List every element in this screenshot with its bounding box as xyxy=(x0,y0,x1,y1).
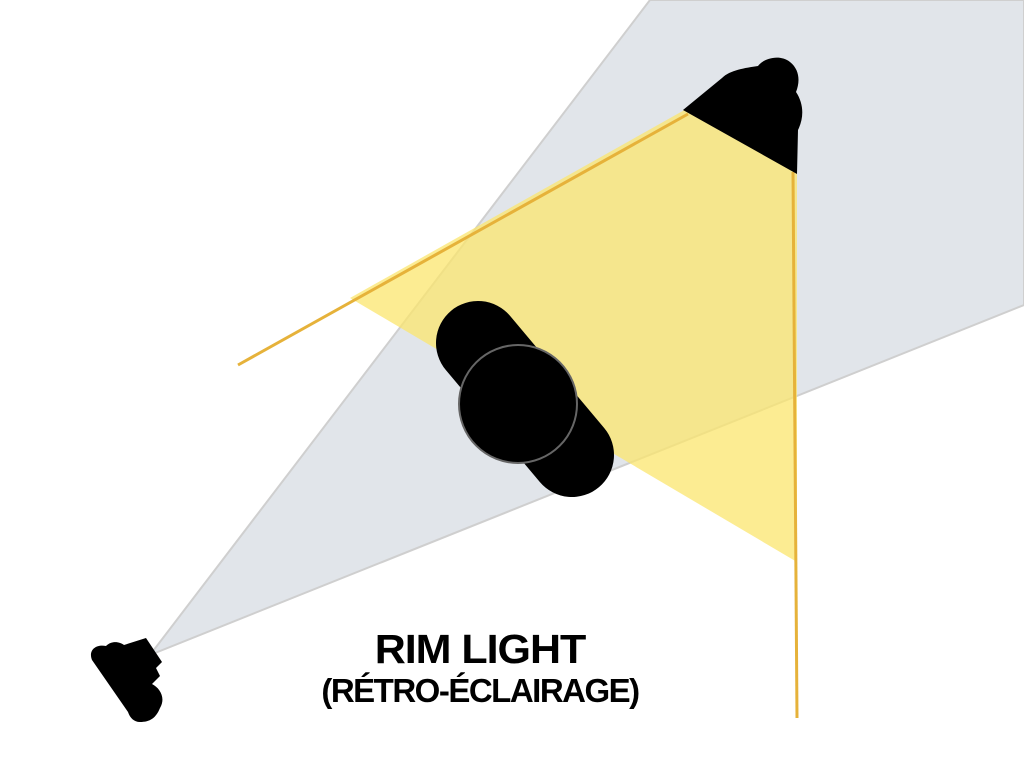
diagram-subtitle: (RÉTRO-ÉCLAIRAGE) xyxy=(321,672,640,709)
camera-icon xyxy=(90,638,163,722)
subject-silhouette xyxy=(436,301,614,497)
beam-edge-right xyxy=(791,171,799,719)
light-beam xyxy=(350,108,797,562)
diagram-title: RIM LIGHT xyxy=(374,626,587,672)
beam-edge-left xyxy=(237,112,689,367)
spotlight-icon xyxy=(683,57,803,174)
